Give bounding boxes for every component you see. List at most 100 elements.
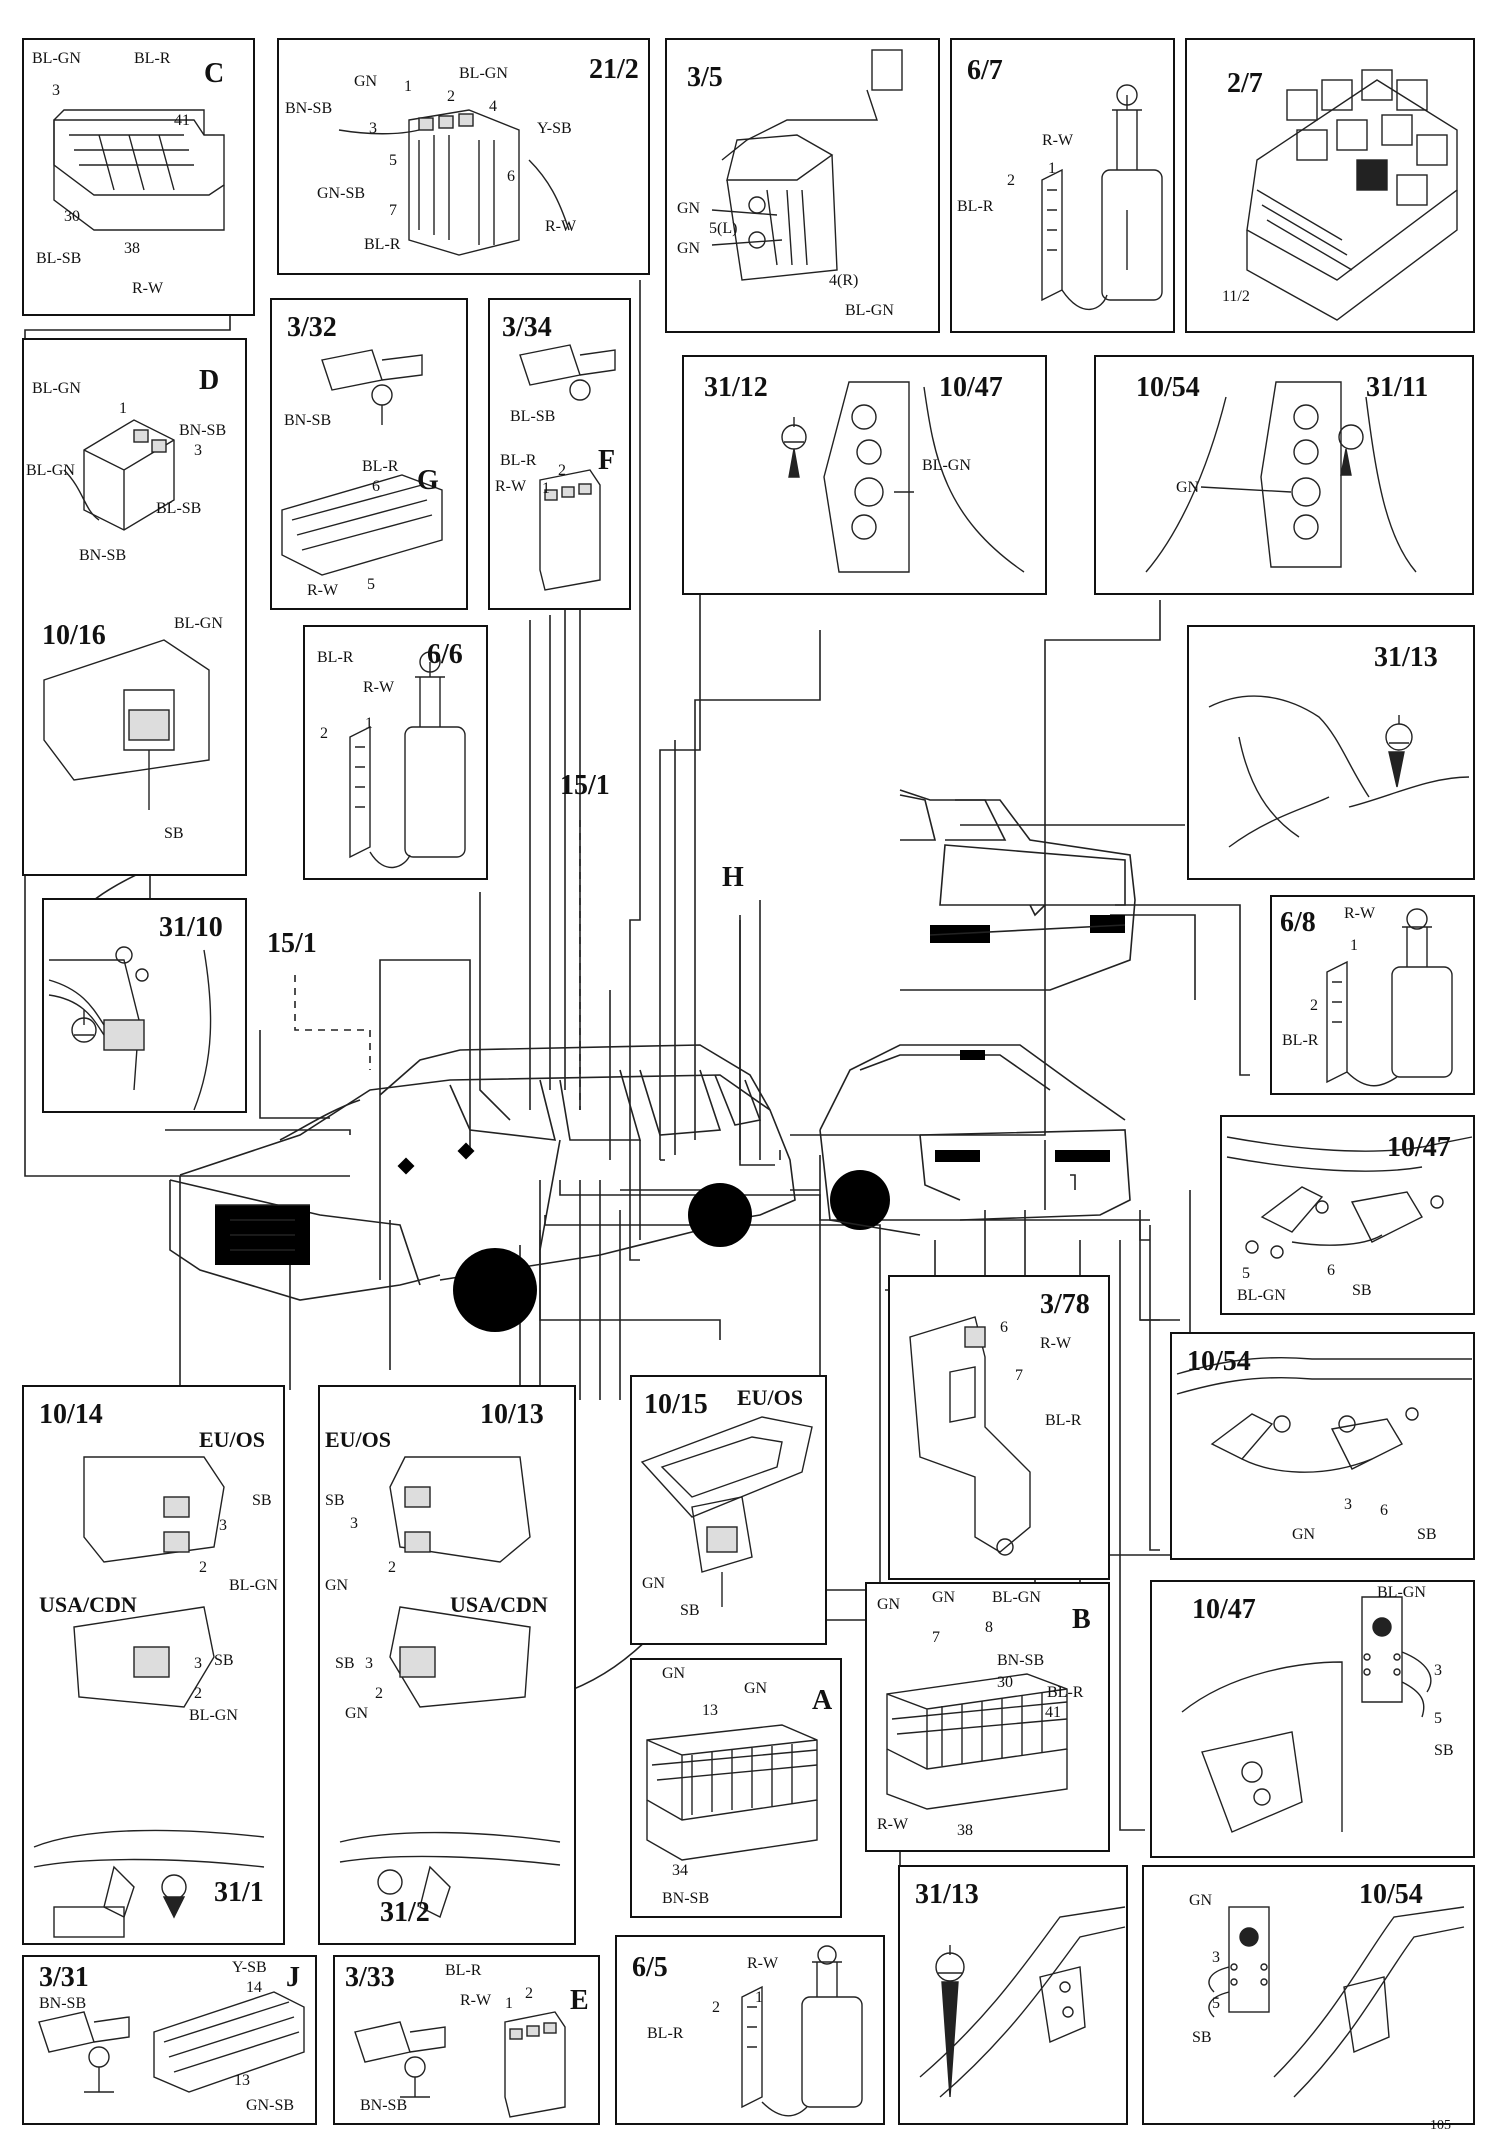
panel-6-6-title: 6/6 (427, 639, 463, 670)
pin-label: 1 (542, 480, 550, 497)
pin-label: 6 (1000, 1319, 1008, 1336)
panel-10-15: 10/15 EU/OS GN SB (630, 1375, 827, 1645)
pin-label: 1 (505, 1995, 513, 2012)
wire-label: BL-R (1047, 1684, 1084, 1701)
pin-label: 2 (525, 1985, 533, 2002)
pin-label: 3 (1434, 1662, 1442, 1679)
wire-label: BL-GN (992, 1589, 1041, 1606)
pin-label: 38 (957, 1822, 973, 1839)
pin-label: 3 (194, 442, 202, 459)
connector-21-2-drawing (338, 109, 570, 256)
page-number: 105 (1430, 2118, 1451, 2133)
actuator-6-8-drawing (1326, 908, 1453, 1087)
wire-label: GN (677, 200, 701, 217)
region-eu-os-label: EU/OS (199, 1427, 266, 1452)
panel-3-5-title: 3/5 (687, 62, 723, 93)
pin-label: 3 (219, 1517, 227, 1534)
pin-label: 4(R) (829, 272, 859, 289)
pin-label: 8 (985, 1619, 993, 1636)
wire-label: R-W (460, 1992, 492, 2009)
panel-10-13-title: 10/13 (480, 1399, 544, 1430)
connector-panel-b: B GN GN BL-GN 7 8 BN-SB 30 BL-R 41 R-W 3… (865, 1582, 1110, 1852)
panel-10-47-title: 10/47 (1387, 1132, 1451, 1163)
indicator-10-13-drawing (339, 1456, 561, 1918)
wire-label: R-W (495, 478, 527, 495)
pin-label: 2 (1310, 997, 1318, 1014)
pin-label: 34 (672, 1862, 688, 1879)
pin-label: 6 (1327, 1262, 1335, 1279)
region-eu-os-label: EU/OS (325, 1427, 392, 1452)
wire-label: SB (325, 1492, 345, 1509)
region-usa-cdn-label: USA/CDN (39, 1592, 137, 1617)
panel-31-13-title: 31/13 (1374, 642, 1438, 673)
switch-3-32-and-connector-g-drawing (281, 349, 443, 576)
wire-label: SB (1352, 1282, 1372, 1299)
pin-label: 2 (194, 1685, 202, 1702)
wagon-car-illustration (169, 1044, 796, 1332)
wire-label: BL-GN (229, 1577, 278, 1594)
wire-label: GN (1189, 1892, 1213, 1909)
region-usa-cdn-label: USA/CDN (450, 1592, 548, 1617)
panel-10-54-mid: 10/54 3 6 GN SB (1170, 1332, 1475, 1560)
wire-label: BL-R (957, 198, 994, 215)
wire-label: BN-SB (360, 2097, 408, 2114)
pin-label: 6 (507, 168, 515, 185)
panel-10-47-bottom: 10/47 BL-GN 3 5 SB (1150, 1580, 1475, 1858)
pin-label: 4 (489, 98, 497, 115)
wire-label: R-W (307, 582, 339, 599)
license-light-10-54c-drawing (1208, 1906, 1465, 2098)
pin-label: 6 (1380, 1502, 1388, 1519)
ground-31-13-drawing (1208, 695, 1470, 848)
pin-label: 5 (1242, 1265, 1250, 1282)
wire-label: R-W (545, 218, 577, 235)
pin-label: 5 (1434, 1710, 1442, 1727)
actuator-6-6-drawing (349, 651, 466, 869)
wire-label: BL-R (500, 452, 537, 469)
pin-label: 1 (404, 78, 412, 95)
pin-label: 2 (320, 725, 328, 742)
pin-label: 13 (702, 1702, 718, 1719)
wire-label: R-W (877, 1816, 909, 1833)
panel-6-7-title: 6/7 (967, 55, 1003, 86)
panel-10-14: 10/14 EU/OS SB 3 2 BL-GN USA/CDN 3 SB 2 … (22, 1385, 285, 1945)
panel-10-47-title: 10/47 (939, 372, 1003, 403)
pin-label: 7 (1015, 1367, 1023, 1384)
pin-label: 30 (997, 1674, 1013, 1691)
panel-2-7: 2/7 11/2 (1185, 38, 1475, 333)
wire-label: BL-R (364, 236, 401, 253)
wire-label: SB (680, 1602, 700, 1619)
panel-31-13-title: 31/13 (915, 1879, 979, 1910)
pin-label: 3 (369, 120, 377, 137)
wire-label: BL-GN (32, 380, 81, 397)
panel-3-32-title: 3/32 (287, 312, 337, 343)
wire-label: SB (214, 1652, 234, 1669)
wire-label: BN-SB (662, 1890, 710, 1907)
wire-label: SB (1417, 1526, 1437, 1543)
wire-label: GN (642, 1575, 666, 1592)
pin-label: 2 (388, 1559, 396, 1576)
pin-label: 3 (365, 1655, 373, 1672)
actuator-6-7-drawing (1041, 84, 1163, 311)
wire-label: BL-GN (32, 50, 81, 67)
panel-3-31-title: 3/31 (39, 1962, 89, 1993)
fusebox-2-7-drawing (1246, 69, 1458, 321)
pin-label: 3 (194, 1655, 202, 1672)
connector-f-label: F (598, 445, 616, 476)
lock-3-78-drawing (909, 1316, 1031, 1556)
panel-21-2: 21/2 GN 1 BL-GN 2 BN-SB 4 3 Y-SB 5 6 GN-… (277, 38, 650, 275)
panel-6-5-title: 6/5 (632, 1952, 668, 1983)
pin-label: 3 (350, 1515, 358, 1532)
connector-c-drawing (53, 109, 225, 231)
panel-3-33-title: 3/33 (345, 1962, 395, 1993)
panel-31-11-title: 31/11 (1366, 372, 1429, 403)
connector-panel-c: C BL-GN BL-R 3 41 30 38 BL-SB R-W (22, 38, 255, 316)
wire-label: BL-R (134, 50, 171, 67)
pin-label: 1 (365, 715, 373, 732)
wire-label: SB (335, 1655, 355, 1672)
pin-label: 2 (558, 462, 566, 479)
wire-label: BL-R (647, 2025, 684, 2042)
panel-10-47-mid: 10/47 5 6 BL-GN SB (1220, 1115, 1475, 1315)
switch-3-5-drawing (711, 49, 903, 281)
panel-10-54-title: 10/54 (1359, 1879, 1423, 1910)
panel-3-34: 3/34 BL-SB F BL-R 2 R-W 1 (488, 298, 631, 610)
